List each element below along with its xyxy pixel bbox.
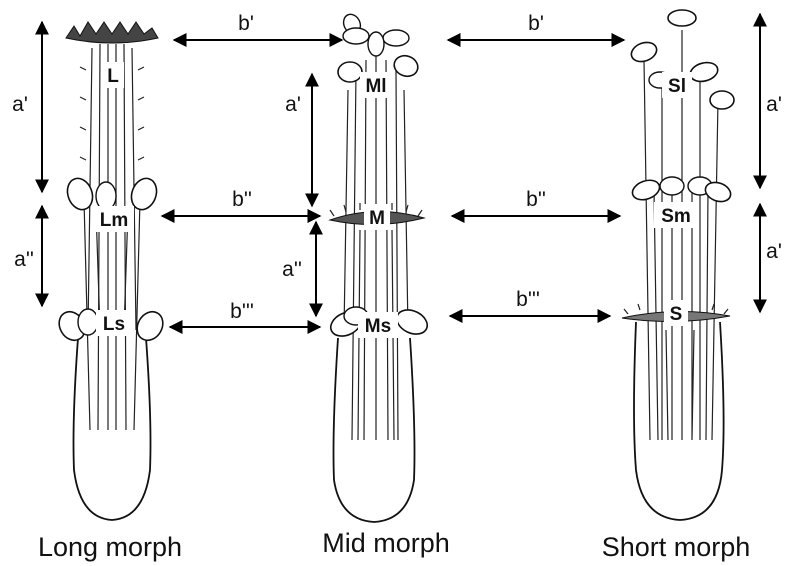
label-Sl: Sl xyxy=(668,76,686,97)
long-a1-label: a' xyxy=(12,93,28,116)
label-L: L xyxy=(107,66,119,87)
label-Ls: Ls xyxy=(103,314,125,335)
short-a1-label: a' xyxy=(766,93,782,116)
long-morph-flower xyxy=(54,22,168,520)
b1-label-right: b' xyxy=(528,12,544,35)
label-M: M xyxy=(369,208,385,229)
mid-a1-label: a' xyxy=(285,93,301,116)
label-Sm: Sm xyxy=(661,206,691,227)
long-a2-label: a'' xyxy=(14,248,34,271)
mid-morph-caption: Mid morph xyxy=(322,528,450,558)
b2-label-right: b'' xyxy=(526,188,546,211)
label-Lm: Lm xyxy=(100,210,129,231)
label-Ms: Ms xyxy=(365,316,391,337)
label-S: S xyxy=(670,304,683,325)
b1-label-left: b' xyxy=(238,12,254,35)
mid-a2-label: a'' xyxy=(282,258,302,281)
b2-label-left: b'' xyxy=(232,188,252,211)
long-morph-caption: Long morph xyxy=(38,532,182,562)
label-Ml: Ml xyxy=(365,76,386,97)
short-morph-caption: Short morph xyxy=(602,532,751,562)
b3-label-left: b''' xyxy=(230,300,254,323)
short-a2-label: a' xyxy=(766,240,782,263)
b3-label-right: b''' xyxy=(516,288,540,311)
